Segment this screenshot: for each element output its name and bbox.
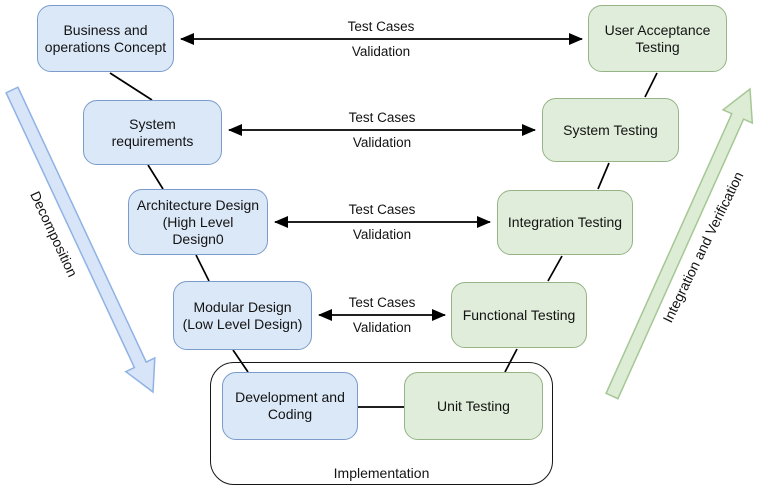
connector-functional-integration bbox=[547, 255, 563, 282]
node-label: Functional Testing bbox=[462, 306, 576, 323]
node-label: System Testing bbox=[563, 121, 658, 138]
node-system-testing: System Testing bbox=[542, 98, 679, 162]
node-unit-testing: Unit Testing bbox=[404, 372, 543, 440]
connector-integration-systest bbox=[597, 162, 610, 190]
integration-verification-arrow bbox=[605, 87, 754, 400]
node-label: System requirements bbox=[111, 115, 194, 149]
row3-test-cases-label: Test Cases bbox=[348, 202, 416, 217]
connector-unit-functional bbox=[504, 348, 518, 373]
implementation-label: Implementation bbox=[333, 465, 430, 481]
connector-architecture-modular bbox=[195, 254, 210, 282]
connector-sysreq-architecture bbox=[147, 164, 164, 190]
node-modular-design: Modular Design (Low Level Design) bbox=[173, 281, 312, 350]
node-business-operations-concept: Business and operations Concept bbox=[37, 5, 174, 72]
connector-systest-uat bbox=[644, 72, 658, 98]
node-label: Development and Coding bbox=[235, 389, 345, 422]
row2-validation-label: Validation bbox=[352, 135, 412, 150]
node-label: Modular Design (Low Level Design) bbox=[182, 298, 303, 332]
implementation-container bbox=[210, 362, 553, 485]
row3-validation-label: Validation bbox=[352, 227, 412, 242]
row1-test-cases-label: Test Cases bbox=[347, 19, 415, 34]
row2-test-cases-label: Test Cases bbox=[348, 110, 416, 125]
decomposition-arrow bbox=[5, 86, 156, 394]
node-label: User Acceptance Testing bbox=[604, 21, 711, 55]
node-label: Unit Testing bbox=[437, 397, 510, 414]
node-label: Integration Testing bbox=[507, 214, 623, 230]
node-user-acceptance-testing: User Acceptance Testing bbox=[588, 5, 727, 72]
connector-modular-development bbox=[232, 349, 249, 373]
row4-test-cases-label: Test Cases bbox=[348, 295, 416, 310]
node-architecture-design: Architecture Design (High Level Design0 bbox=[128, 189, 268, 255]
connector-business-sysreq bbox=[109, 72, 153, 101]
node-label: Business and operations Concept bbox=[44, 21, 167, 55]
node-system-requirements: System requirements bbox=[83, 100, 222, 165]
row4-validation-label: Validation bbox=[352, 320, 412, 335]
row1-validation-label: Validation bbox=[351, 44, 411, 59]
node-functional-testing: Functional Testing bbox=[451, 282, 587, 348]
node-development-coding: Development and Coding bbox=[222, 372, 358, 440]
node-integration-testing: Integration Testing bbox=[497, 190, 633, 255]
node-label: Architecture Design (High Level Design0 bbox=[136, 196, 260, 247]
